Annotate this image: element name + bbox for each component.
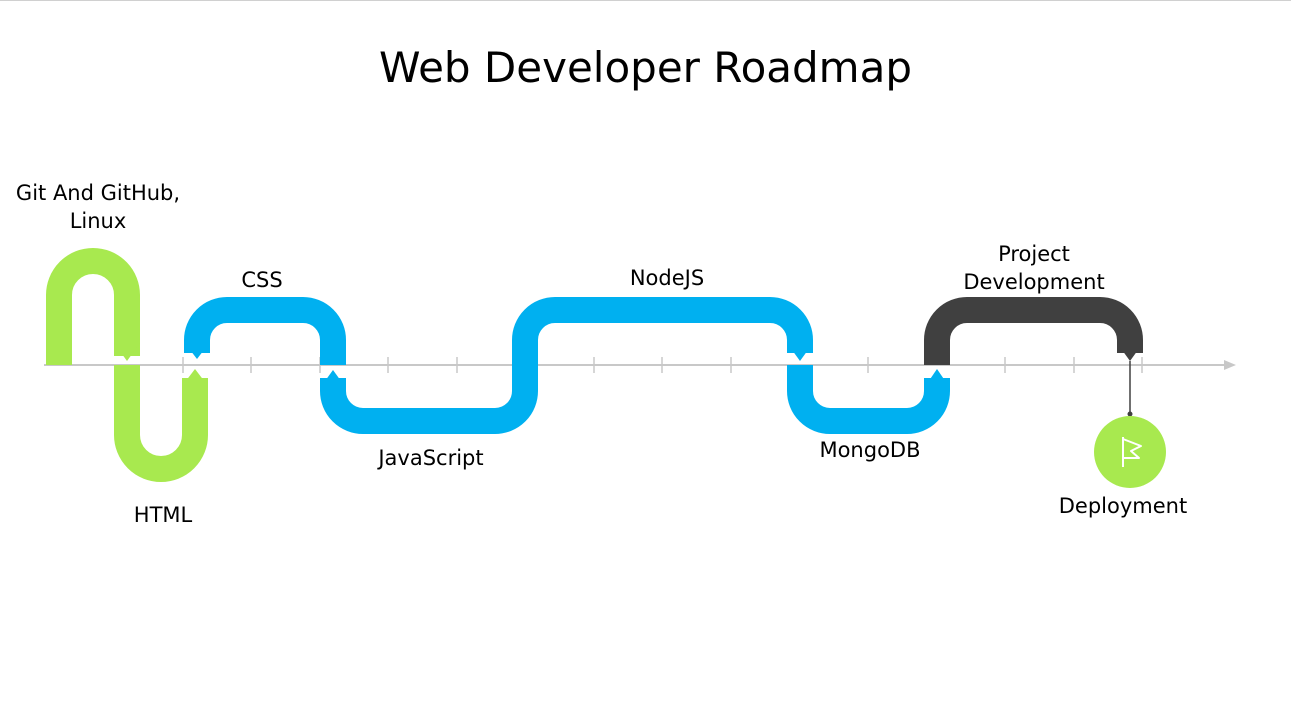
label-css: CSS (222, 266, 302, 294)
flag-icon (1122, 437, 1142, 467)
label-javascript: JavaScript (356, 444, 506, 472)
label-line: JavaScript (378, 446, 484, 470)
top-border (0, 0, 1291, 1)
segment-project-development (924, 297, 1143, 365)
diagram-title: Web Developer Roadmap (379, 43, 912, 92)
label-line: Git And GitHub, (15, 181, 181, 205)
timeline-arrowhead (1224, 360, 1236, 370)
segment-git (46, 248, 140, 365)
label-mongodb: MongoDB (805, 436, 935, 464)
label-line: CSS (241, 268, 283, 292)
segment-javascript-notch (320, 370, 346, 388)
label-line: NodeJS (629, 266, 705, 290)
segment-nodejs-notch (787, 343, 813, 361)
deployment-milestone-circle (1094, 416, 1166, 488)
label-line: Linux (69, 209, 127, 233)
label-nodejs: NodeJS (607, 264, 727, 292)
segment-mongodb (787, 365, 950, 434)
timeline-ticks (182, 357, 1143, 373)
label-html: HTML (103, 501, 223, 529)
label-line: Project (998, 242, 1070, 266)
label-git-and-github-linux: Git And GitHub, Linux (0, 179, 196, 235)
segment-css (184, 297, 346, 365)
segment-css-notch (184, 342, 210, 359)
label-deployment: Deployment (1048, 492, 1198, 520)
segment-project-development-notch (1117, 343, 1143, 361)
segment-nodejs (512, 297, 813, 365)
label-line: Deployment (1058, 494, 1188, 518)
label-project-development: Project Development (949, 240, 1119, 296)
segment-git-notch (114, 343, 140, 361)
label-line: MongoDB (819, 438, 921, 462)
label-line: Development (963, 270, 1105, 294)
segment-html (114, 365, 208, 482)
label-line: HTML (133, 503, 193, 527)
segment-javascript (320, 365, 538, 434)
deployment-connector-dot (1127, 411, 1133, 417)
segment-mongodb-notch (924, 369, 950, 388)
segment-html-notch (182, 369, 208, 386)
